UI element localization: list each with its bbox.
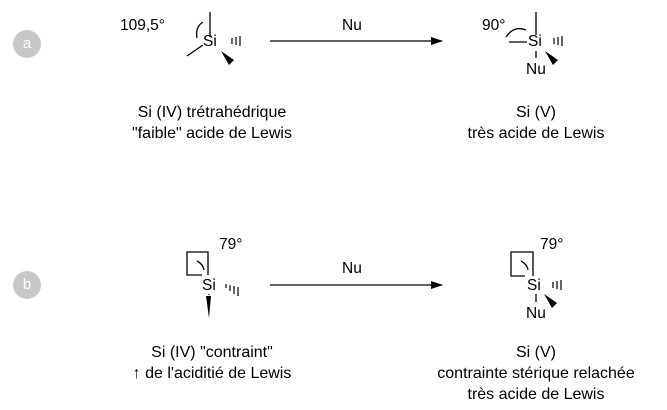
panel-a-badge: a: [13, 30, 41, 58]
silicon-atom-label-b-product: Si: [527, 277, 541, 294]
pentacoordinate-si-structure-b: [510, 251, 562, 308]
caption-line: très acide de Lewis: [467, 125, 605, 142]
bond-angle-label-b-reactant: 79°: [219, 236, 243, 253]
caption-line: ↑ de l'aciditié de Lewis: [132, 365, 292, 382]
caption-line: Si (V): [516, 104, 556, 121]
reactant-caption-a: Si (IV) trétrahédrique "faible" acide de…: [132, 102, 292, 144]
nucleophile-reagent-label-a: Nu: [342, 17, 362, 34]
reactant-caption-b: Si (IV) "contraint" ↑ de l'aciditié de L…: [133, 342, 292, 384]
caption-line: Si (IV) trétrahédrique: [137, 104, 287, 121]
silicon-atom-label-b-reactant: Si: [202, 277, 216, 294]
panel-b-badge: b: [13, 271, 41, 299]
silicon-atom-label-a-product: Si: [528, 33, 542, 50]
product-caption-a: Si (V) très acide de Lewis: [468, 102, 605, 144]
strained-siletane-structure: [186, 251, 239, 318]
silicon-atom-label-a-reactant: Si: [203, 33, 217, 50]
caption-line: très acide de Lewis: [467, 386, 605, 403]
bond-angle-label-a-product: 90°: [482, 17, 506, 34]
bond-angle-label-b-product: 79°: [540, 236, 564, 253]
pentacoordinate-si-structure-a: [505, 12, 563, 65]
bond-angle-label-a-reactant: 109,5°: [120, 17, 165, 34]
caption-line: Si (V): [515, 344, 556, 361]
caption-line: Si (IV) "contraint": [151, 344, 273, 361]
caption-line: contrainte stérique relachée: [437, 365, 635, 382]
tetrahedral-si-structure: [186, 12, 241, 65]
nucleophile-reagent-label-b: Nu: [342, 260, 362, 277]
nucleophile-label-a-product: Nu: [526, 61, 546, 78]
product-caption-b: Si (V) contrainte stérique relachée très…: [437, 342, 634, 405]
nucleophile-label-b-product: Nu: [526, 305, 546, 322]
caption-line: "faible" acide de Lewis: [132, 125, 292, 142]
